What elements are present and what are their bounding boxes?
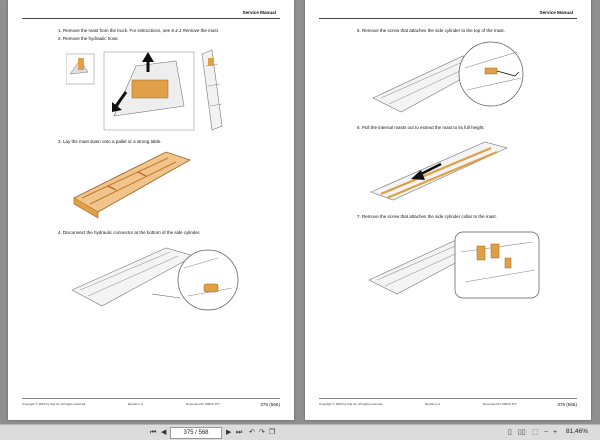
header-divider [22,18,280,19]
back-icon[interactable]: ↶ [249,429,255,436]
right-page: Service Manual 5. Remove the screw that … [305,0,591,420]
document-viewer[interactable]: Service Manual 1. Remove the mast from t… [0,0,600,424]
footer-document-id: Document ID: 90530 JTV [483,402,517,406]
step-7: 7. Remove the screw that attaches the si… [357,214,497,219]
footer-copyright: Copyright © 2023 by Kiel Oy. All rights … [319,402,384,406]
footer-divider [22,397,280,398]
footer-revision: Revision: A [128,402,144,406]
hydraulic-connector-figure [71,247,239,311]
side-cylinder-top-figure [372,41,524,113]
step-2: 2. Remove the hydraulic hose. [58,36,119,41]
first-page-icon[interactable]: ⏮ [150,429,157,436]
last-page-icon[interactable]: ⏭ [236,429,243,436]
zoom-in-icon[interactable]: + [553,429,558,436]
step-6: 6. Pull the internal masts out to extend… [357,125,485,130]
page-number-input[interactable]: 375 / 568 [170,427,222,439]
footer-revision: Revision: A [425,402,441,406]
footer-page-number: 376 (565) [557,402,577,407]
side-cylinder-collar-figure [368,231,540,299]
footer-copyright: Copyright © 2023 by Kiel Oy. All rights … [22,402,87,406]
copy-icon[interactable]: ❐ [269,429,276,436]
next-page-icon[interactable]: ▶ [226,429,232,436]
step-1-reference[interactable]: 8.4.1 Remove the mast [171,28,218,33]
prev-page-icon[interactable]: ◀ [161,429,167,436]
hydraulic-hose-figure [66,49,223,131]
step-1: 1. Remove the mast from the truck. For i… [58,28,220,33]
step-5: 5. Remove the screw that attaches the si… [357,28,505,33]
two-page-icon[interactable]: ▯▯ [518,429,526,436]
left-page: Service Manual 1. Remove the mast from t… [8,0,294,420]
page-header-title: Service Manual [242,10,276,15]
extended-mast-figure [370,141,508,201]
header-divider [319,18,577,19]
fit-width-icon[interactable]: ⬚ [532,429,539,436]
step-4: 4. Disconnect the hydraulic connector at… [58,230,201,235]
page-header-title: Service Manual [539,10,573,15]
footer-document-id: Document ID: 90530 JTV [186,402,220,406]
step-3: 3. Lay the mast down onto a pallet or a … [58,139,162,144]
single-page-icon[interactable]: ▯ [508,429,512,436]
footer-divider [319,397,577,398]
zoom-level[interactable]: 81,46% [565,428,588,435]
zoom-out-icon[interactable]: − [544,429,549,436]
mast-on-pallet-figure [73,151,191,219]
forward-icon[interactable]: ↷ [259,429,265,436]
footer-page-number: 375 (565) [260,402,280,407]
viewer-toolbar: ⏮ ◀ 375 / 568 ▶ ⏭ ↶ ↷ ❐ ▯ ▯▯ ⬚ − + 81,46… [0,424,600,440]
